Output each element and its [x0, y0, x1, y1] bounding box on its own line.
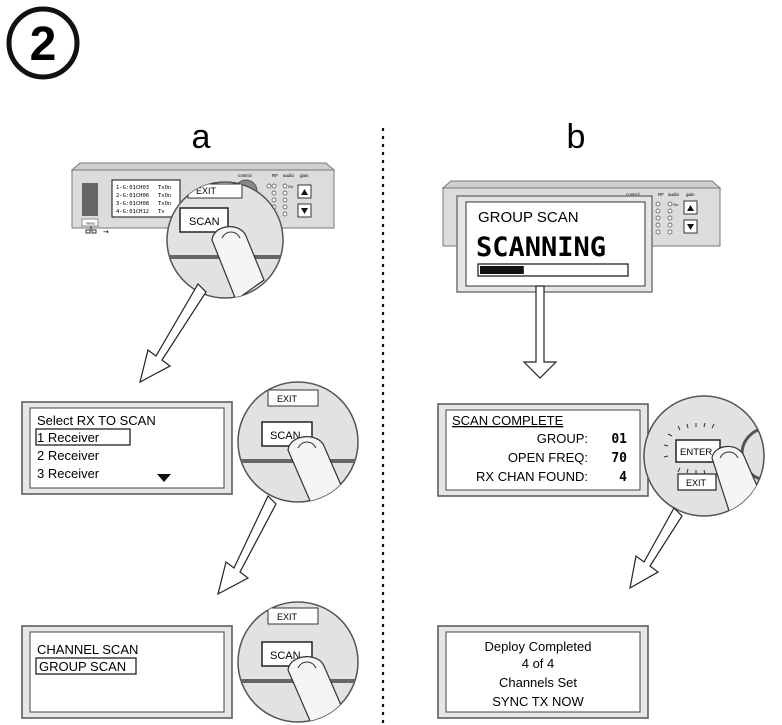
open-freq-value: 70 — [611, 451, 627, 466]
select-rx-item-1[interactable]: 1 Receiver — [37, 430, 100, 445]
triangle-up-icon — [301, 189, 308, 195]
scan-button-label: SCAN — [189, 216, 220, 228]
lcd-row-1-status: TxOn — [158, 185, 171, 191]
audio-label-b: audio — [668, 192, 680, 197]
deploy-line-1: Deploy Completed — [485, 639, 592, 654]
zoom1-exit-label: EXIT — [196, 186, 217, 196]
network-icon — [85, 226, 97, 234]
lcd-row-3-chan: 3-G:01CH08 — [116, 201, 149, 207]
select-rx-screen: Select RX TO SCAN 1 Receiver 2 Receiver … — [21, 401, 233, 495]
svg-text:menu: menu — [86, 222, 95, 226]
zoom-circle-scan-press-3: EXIT SCAN — [237, 601, 359, 723]
scroll-down-icon — [157, 474, 171, 482]
triangle-up-icon-b — [687, 205, 694, 211]
lcd-row-1-chan: 1-G:01CH03 — [116, 185, 149, 191]
group-label: GROUP: — [537, 431, 588, 446]
arrow-icon: → — [103, 228, 109, 236]
selection-highlight — [35, 428, 131, 446]
zoom-circle-enter-press: ENTER EXIT — [643, 395, 765, 517]
rf-audio-leds-b — [655, 201, 673, 235]
group-scan-title: GROUP SCAN — [478, 209, 579, 226]
triangle-down-icon-b — [687, 224, 694, 230]
group-scan-screen: GROUP SCAN SCANNING — [456, 195, 653, 293]
arrow-down-icon — [522, 285, 558, 379]
arrow-down-left-icon-2 — [217, 494, 277, 596]
scan-complete-title: SCAN COMPLETE — [452, 413, 564, 428]
exit-button-label: EXIT — [686, 478, 707, 488]
arrow-down-left-icon-3 — [629, 507, 683, 590]
audio-label: audio — [283, 173, 295, 178]
open-freq-label: OPEN FREQ: — [508, 450, 588, 465]
lcd-row-2-status: TxOn — [158, 193, 171, 199]
scan-button-2[interactable] — [261, 421, 313, 447]
control-label: control — [238, 173, 252, 178]
exit-button[interactable] — [677, 473, 717, 491]
finger-icon — [211, 226, 265, 298]
on-label-b: On — [673, 202, 678, 207]
lcd-row-2-chan: 2-G:01CH06 — [116, 193, 149, 199]
receiver-lcd — [111, 179, 181, 218]
select-rx-title: Select RX TO SCAN — [37, 413, 156, 428]
select-rx-item-3[interactable]: 3 Receiver — [37, 466, 100, 481]
rf-label: RF — [272, 173, 278, 178]
deploy-line-2: 4 of 4 — [522, 656, 555, 671]
rx-chan-found-label: RX CHAN FOUND: — [476, 469, 588, 484]
zoom2-exit-label: EXIT — [277, 394, 298, 404]
step-number: 2 — [30, 18, 57, 71]
power-indicator — [82, 183, 98, 216]
control-label-b: control — [626, 192, 640, 197]
rf-audio-leds — [266, 183, 288, 217]
scan-button-3-label: SCAN — [270, 650, 301, 662]
scan-menu-item-2[interactable]: GROUP SCAN — [39, 659, 126, 674]
group-value: 01 — [611, 432, 627, 447]
button-glow-lines — [663, 422, 715, 475]
triangle-down-icon — [301, 208, 308, 214]
enter-button-label: ENTER — [680, 447, 712, 458]
select-rx-item-2[interactable]: 2 Receiver — [37, 448, 100, 463]
scan-progress-fill — [480, 266, 524, 274]
lcd-row-3-status: TxOn — [158, 201, 171, 207]
rx-chan-found-value: 4 — [619, 470, 627, 485]
zoom-circle-scan-press-2: EXIT SCAN — [237, 381, 359, 503]
selection-highlight-2 — [35, 657, 137, 675]
panel-a-label: a — [192, 118, 211, 156]
arrow-down-left-icon — [139, 283, 207, 384]
on-label: On — [288, 184, 293, 189]
lcd-row-4-status: Tx — [158, 209, 165, 215]
gain-label-b: gain — [686, 192, 695, 197]
lcd-row-4-chan: 4-G:01CH12 — [116, 209, 149, 215]
gain-label: gain — [300, 173, 309, 178]
scan-button[interactable] — [179, 207, 229, 233]
scan-type-screen: CHANNEL SCAN GROUP SCAN — [21, 625, 233, 719]
rf-label-b: RF — [658, 192, 664, 197]
scanning-status: SCANNING — [476, 232, 606, 263]
deploy-completed-screen: Deploy Completed 4 of 4 Channels Set SYN… — [437, 625, 649, 719]
deploy-line-3: Channels Set — [499, 675, 577, 690]
zoom3-exit-label: EXIT — [277, 612, 298, 622]
deploy-line-4: SYNC TX NOW — [492, 694, 584, 709]
panel-b-label: b — [567, 118, 586, 156]
scan-menu-item-1[interactable]: CHANNEL SCAN — [37, 642, 138, 657]
step-badge: 2 — [6, 6, 80, 80]
scan-button-2-label: SCAN — [270, 430, 301, 442]
scan-complete-screen: SCAN COMPLETE GROUP: 01 OPEN FREQ: 70 RX… — [437, 403, 649, 497]
